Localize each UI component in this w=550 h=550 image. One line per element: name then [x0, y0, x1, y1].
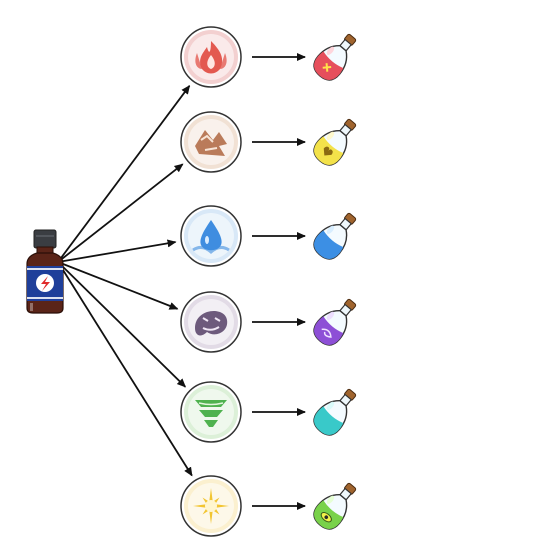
- element-row-light: [180, 475, 357, 537]
- arrow-to-earth-emblem: [57, 163, 184, 263]
- arrow-to-dark-emblem: [57, 261, 179, 310]
- earth-emblem-icon: [180, 111, 242, 173]
- red-potion-icon: [313, 33, 357, 81]
- element-row-earth: [180, 111, 357, 173]
- element-rows: [180, 26, 357, 537]
- element-row-dark: [180, 291, 357, 353]
- dark-spirit-emblem-icon: [180, 291, 242, 353]
- purple-potion-icon: [313, 298, 357, 346]
- cyan-potion-icon: [313, 388, 357, 436]
- water-drop-emblem-icon: [180, 205, 242, 267]
- element-row-wind: [180, 381, 357, 443]
- medicine-bottle-icon: [26, 229, 64, 314]
- arrow-to-water-emblem: [57, 239, 177, 263]
- arrows-layer: [57, 85, 193, 477]
- element-row-water: [180, 205, 357, 267]
- element-row-fire: [180, 26, 357, 88]
- arrow-to-light-emblem: [57, 261, 193, 477]
- starburst-emblem-icon: [180, 475, 242, 537]
- yellow-potion-icon: [313, 118, 357, 166]
- blue-potion-icon: [313, 212, 357, 260]
- tornado-emblem-icon: [180, 381, 242, 443]
- green-potion-icon: [313, 482, 357, 530]
- arrow-to-fire-emblem: [57, 85, 191, 263]
- flame-emblem-icon: [180, 26, 242, 88]
- arrow-to-wind-emblem: [57, 261, 187, 388]
